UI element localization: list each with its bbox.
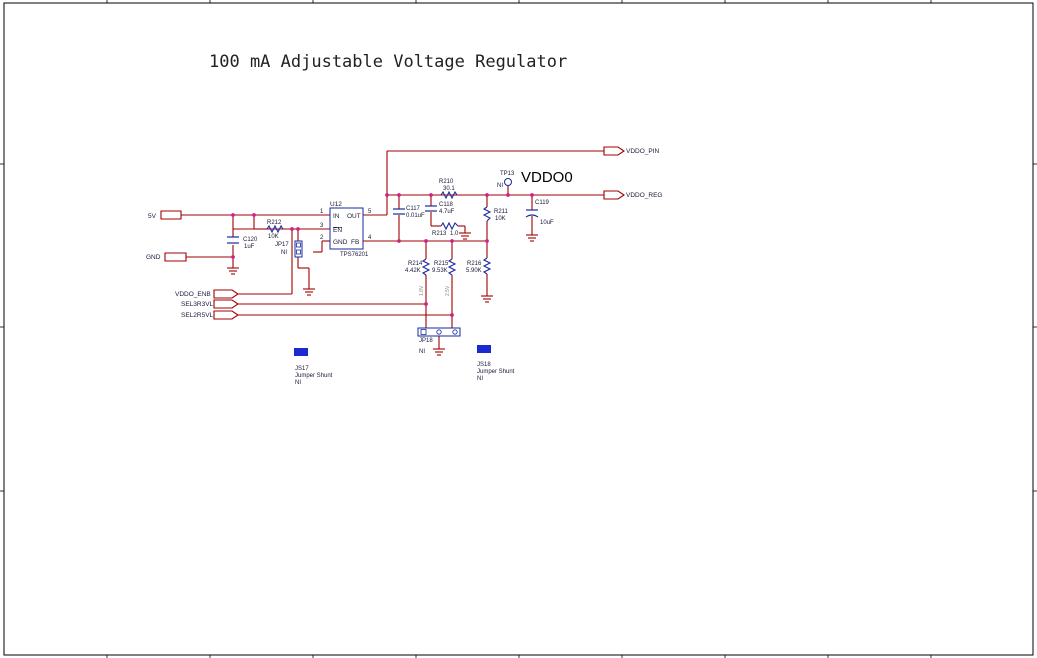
jp18-ref: JP18 [419, 338, 433, 344]
jumper-shunt-js17 [294, 348, 308, 356]
u12-pin-out: OUT [347, 213, 361, 220]
u12-pin-fb: FB [351, 239, 359, 246]
capacitor-c120 [227, 236, 239, 244]
schematic-title: 100 mA Adjustable Voltage Regulator [209, 52, 567, 72]
r216-val: 5.90K [466, 268, 482, 274]
port-sel2r5vl-label: SEL2R5VL [181, 312, 214, 319]
u12-regulator: U12 TPS76201 IN EN GND OUT FB 1 3 2 5 4 [320, 201, 372, 258]
port-5v: 5V [148, 210, 182, 220]
test-point-tp13 [504, 178, 512, 186]
u12-num-fb: 4 [368, 235, 372, 241]
r211-ref: R211 [494, 209, 509, 215]
net-label-2v5: 2.5V [445, 285, 451, 296]
r210-val: 30.1 [443, 186, 455, 192]
port-sel2r5vl: SEL2R5VL [181, 310, 239, 320]
u12-num-out: 5 [368, 209, 372, 215]
port-vddo-pin-label: VDDO_PIN [626, 148, 660, 155]
resistor-r211 [482, 206, 492, 222]
r212-ref: R212 [267, 220, 282, 226]
jp18-ni: NI [419, 349, 425, 355]
capacitor-c117 [393, 208, 405, 215]
r214-ref: R214 [408, 261, 423, 267]
js18-ref: JS18 [477, 362, 491, 368]
port-5v-label: 5V [148, 213, 157, 220]
u12-num-gnd: 2 [320, 235, 324, 241]
jp17-ni: NI [281, 250, 287, 256]
r210-ref: R210 [439, 179, 454, 185]
jumper-shunt-js18 [477, 345, 491, 353]
u12-part: TPS76201 [340, 252, 369, 258]
resistor-r212 [266, 224, 284, 234]
c118-val: 4.7uF [439, 209, 455, 215]
port-gnd-label: GND [146, 254, 161, 261]
c119-val: 10uF [540, 220, 554, 226]
u12-num-in: 1 [320, 209, 324, 215]
r214-val: 4.42K [405, 268, 421, 274]
c117-ref: C117 [406, 206, 421, 212]
port-vddo-enb-label: VDDO_ENB [175, 291, 211, 298]
r212-val: 10K [268, 234, 279, 240]
u12-ref: U12 [330, 201, 342, 208]
capacitor-c119 [525, 209, 539, 218]
jumper-jp18 [417, 327, 461, 337]
junction-dots [231, 193, 534, 317]
u12-pin-in: IN [333, 213, 340, 220]
jp17-ref: JP17 [275, 242, 289, 248]
port-gnd: GND [146, 252, 187, 262]
u12-pin-en: EN [333, 227, 342, 234]
r213-ref: R213 [432, 231, 447, 237]
c117-val: 0.01uF [406, 213, 425, 219]
c120-val: 1uF [244, 244, 255, 250]
port-vddo-reg-label: VDDO_REG [626, 192, 662, 199]
r213-val: 1.0 [450, 231, 459, 237]
tp13-ni: NI [497, 183, 503, 189]
port-vddo-reg: VDDO_REG [603, 190, 662, 200]
resistor-r210 [440, 190, 458, 200]
c119-ref: C119 [535, 200, 550, 206]
js17-ref: JS17 [295, 366, 309, 372]
js18-desc: Jumper Shunt [477, 369, 515, 375]
r215-ref: R215 [434, 261, 449, 267]
jumper-jp17 [294, 240, 303, 258]
resistor-r215 [447, 258, 457, 276]
port-sel3r3vl-label: SEL3R3VL [181, 301, 214, 308]
net-label-1v8: 1.8V [419, 285, 425, 296]
js18-ni: NI [477, 376, 483, 382]
r211-val: 10K [495, 216, 506, 222]
js17-ni: NI [295, 380, 301, 386]
capacitor-c118 [425, 205, 437, 212]
port-sel3r3vl: SEL3R3VL [181, 299, 239, 309]
r216-ref: R216 [467, 261, 482, 267]
tp13-ref: TP13 [500, 171, 515, 177]
ground-symbols [227, 232, 538, 356]
port-vddo-enb: VDDO_ENB [175, 289, 239, 299]
c118-ref: C118 [439, 202, 454, 208]
resistor-r214 [421, 258, 431, 276]
resistor-r213 [440, 221, 459, 231]
u12-pin-gnd: GND [333, 239, 348, 246]
js17-desc: Jumper Shunt [295, 373, 333, 379]
u12-num-en: 3 [320, 223, 324, 229]
vddo0-net-label: VDDO0 [521, 169, 573, 186]
port-vddo-pin: VDDO_PIN [603, 146, 660, 156]
resistor-r216 [482, 257, 492, 275]
c120-ref: C120 [243, 237, 258, 243]
r215-val: 9.53K [432, 268, 448, 274]
